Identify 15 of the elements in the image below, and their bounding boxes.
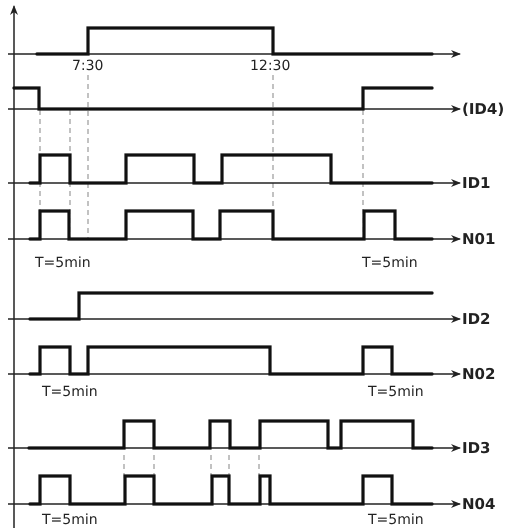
signal-label: N02 [462, 366, 496, 382]
delay-label: T=5min [42, 512, 98, 528]
signal-label: N04 [462, 496, 496, 512]
delay-label: T=5min [362, 255, 418, 271]
signal-label: (ID4) [462, 101, 504, 117]
delay-label: T=5min [42, 384, 98, 400]
signal-label: ID2 [462, 311, 490, 327]
time-label: 12:30 [250, 58, 290, 74]
delay-label: T=5min [35, 255, 91, 271]
delay-label: T=5min [368, 512, 424, 528]
signal-label: ID1 [462, 175, 490, 191]
time-label: 7:30 [72, 58, 104, 74]
signal-label: N01 [462, 231, 496, 247]
signal-label: ID3 [462, 440, 490, 456]
delay-label: T=5min [368, 384, 424, 400]
